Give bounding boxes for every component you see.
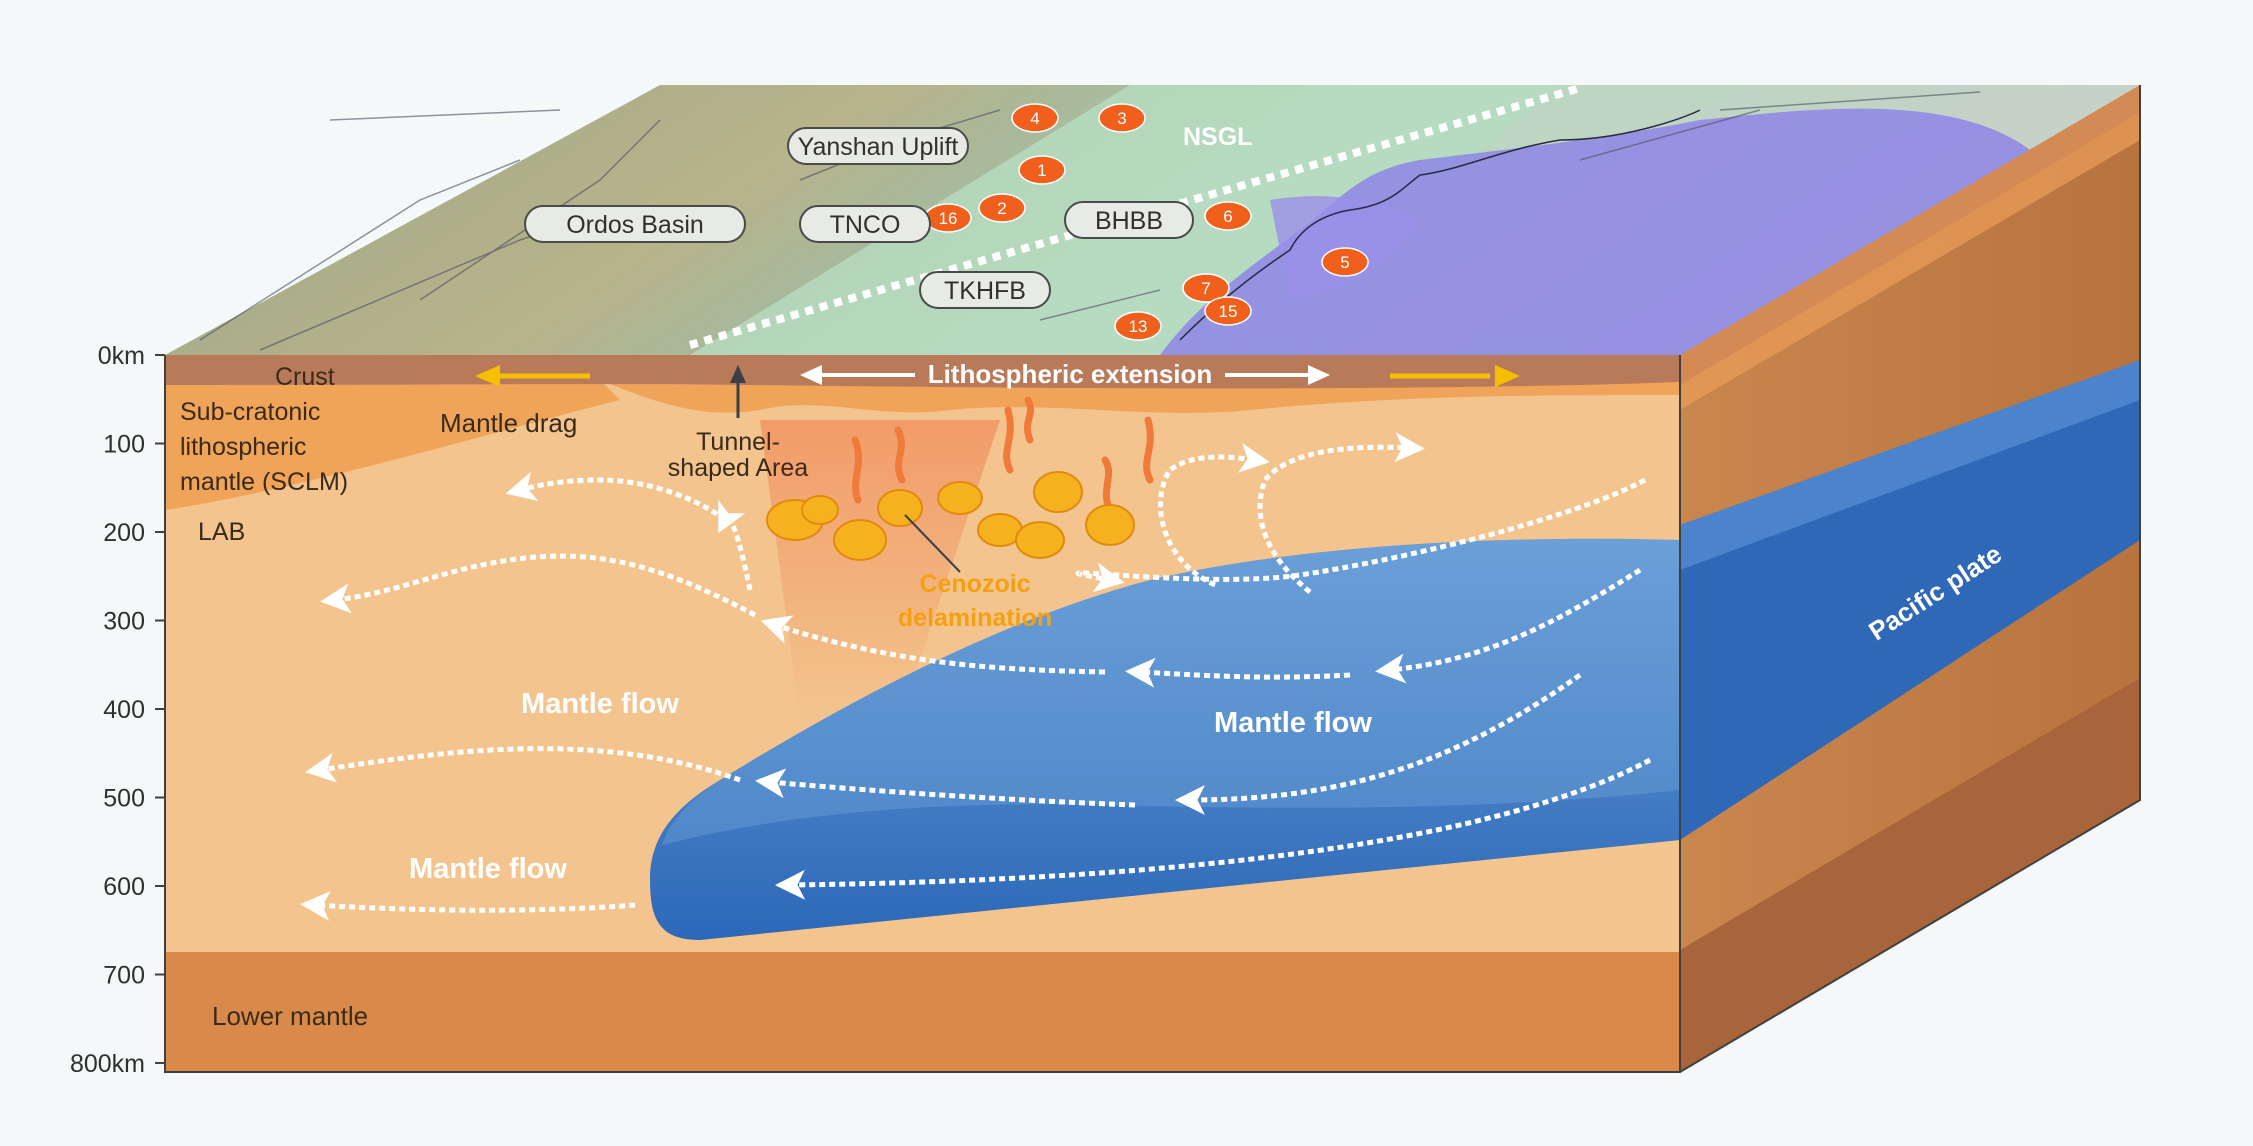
site-markers: 4 3 1 2 16 6 5 7 15 13 [924, 103, 1369, 341]
mantle-flow-label-2: Mantle flow [1214, 707, 1372, 739]
block-side-face [1680, 85, 2140, 1072]
extension-label: Lithospheric extension [928, 359, 1213, 389]
crust-layer [165, 355, 1680, 389]
tunnel-label-1: Tunnel- [696, 428, 780, 456]
plume-wisp [1003, 406, 1014, 474]
sclm-label-3: mantle (SCLM) [180, 468, 348, 496]
plume-wisp [1143, 416, 1154, 484]
lower-mantle [165, 952, 1680, 1072]
site-marker-label: 5 [1340, 253, 1349, 272]
flow-arrow [1375, 567, 1642, 684]
flow-arrow [305, 746, 741, 783]
plume-wisp [894, 426, 906, 484]
sclm-label-2: lithospheric [180, 433, 306, 461]
flow-arrow [320, 553, 757, 618]
flow-arrow [1075, 477, 1647, 593]
tnco-label: TNCO [830, 211, 901, 239]
site-marker-1 [1018, 155, 1066, 185]
tkhfb-pill [919, 271, 1051, 309]
nsgl-line [688, 84, 1582, 349]
site-marker-label: 15 [1219, 302, 1238, 321]
delamination-blob [833, 519, 887, 561]
mantle-flow-label-1: Mantle flow [521, 688, 679, 720]
delamination-pointer [904, 514, 961, 573]
flow-arrow [1125, 657, 1351, 688]
flow-arrow [1158, 443, 1270, 588]
site-marker-6 [1204, 201, 1252, 231]
sclm-label-1: Sub-cratonic [180, 398, 320, 426]
site-marker-5 [1321, 247, 1369, 277]
yanshan-label: Yanshan Uplift [798, 133, 959, 161]
extension-arrow-right-head [1308, 365, 1330, 385]
delamination-blobs [766, 396, 1154, 573]
extension-arrows [475, 365, 1520, 418]
delamination-blob [937, 481, 983, 515]
depth-tick-label: 200 [103, 519, 145, 547]
mantle-flow-arrows [300, 432, 1652, 921]
site-marker-2 [978, 193, 1026, 223]
depth-tick-label: 400 [103, 696, 145, 724]
flow-arrow [1175, 672, 1582, 815]
site-marker-label: 16 [939, 209, 958, 228]
flow-arrow [718, 499, 753, 591]
plume-wisp [1101, 456, 1114, 514]
map-surface [165, 84, 2140, 355]
plume-wisp [1023, 396, 1035, 444]
site-marker-7 [1182, 273, 1230, 303]
depth-tick-label: 300 [103, 608, 145, 636]
ordos-label: Ordos Basin [566, 211, 704, 239]
delamination-blob [801, 495, 839, 525]
tkhfb-label: TKHFB [944, 277, 1026, 305]
site-marker-13 [1114, 311, 1162, 341]
flow-arrow [300, 890, 636, 921]
tunnel-label-2: shaped Area [668, 454, 808, 482]
flow-arrow [775, 757, 1652, 900]
delamination-blob [877, 489, 923, 527]
crust-label: Crust [275, 363, 335, 391]
tunnel-arrow-head [730, 365, 746, 383]
site-marker-label: 6 [1223, 207, 1232, 226]
mantle-drag-label: Mantle drag [440, 408, 577, 438]
depth-tick-label: 500 [103, 785, 145, 813]
bhbb-pill [1064, 201, 1194, 239]
delamination-blob [1085, 504, 1135, 546]
flow-arrow [505, 471, 727, 522]
site-marker-label: 13 [1129, 317, 1148, 336]
tnco-pill [799, 205, 931, 243]
depth-tick-label: 0km [98, 342, 145, 370]
mantle-flow-label-3: Mantle flow [409, 853, 567, 885]
delamination-label-2: delamination [898, 604, 1052, 632]
flow-arrow [1257, 432, 1425, 594]
extension-arrow-left-head [800, 365, 822, 385]
drag-arrow-right-head [1495, 365, 1520, 387]
site-marker-label: 7 [1201, 279, 1210, 298]
site-marker-label: 1 [1037, 161, 1046, 180]
bhbb-label: BHBB [1095, 207, 1163, 235]
delamination-blob [1015, 521, 1065, 559]
plume-wisp [851, 436, 862, 504]
site-marker-3 [1098, 103, 1146, 133]
depth-axis: 0km 100 200 300 400 500 600 700 800km [70, 342, 166, 1078]
delamination-label-1: Cenozoic [919, 570, 1030, 598]
yanshan-pill [787, 127, 969, 165]
site-marker-label: 4 [1030, 109, 1039, 128]
flow-arrow [760, 615, 1106, 675]
depth-tick-label: 700 [103, 962, 145, 990]
depth-tick-label: 800km [70, 1050, 145, 1078]
depth-tick-label: 100 [103, 431, 145, 459]
delamination-blob [1033, 471, 1083, 513]
drag-arrow-left-head [475, 365, 500, 387]
site-marker-4 [1011, 103, 1059, 133]
ordos-pill [524, 205, 746, 243]
nsgl-label: NSGL [1183, 123, 1252, 151]
site-marker-15 [1204, 296, 1252, 326]
depth-tick-label: 600 [103, 873, 145, 901]
flow-arrow [755, 768, 1136, 808]
lab-label: LAB [198, 518, 245, 546]
pacific-slab [650, 538, 1680, 940]
site-marker-label: 2 [997, 199, 1006, 218]
lower-mantle-label: Lower mantle [212, 1001, 368, 1031]
site-marker-label: 3 [1117, 109, 1126, 128]
